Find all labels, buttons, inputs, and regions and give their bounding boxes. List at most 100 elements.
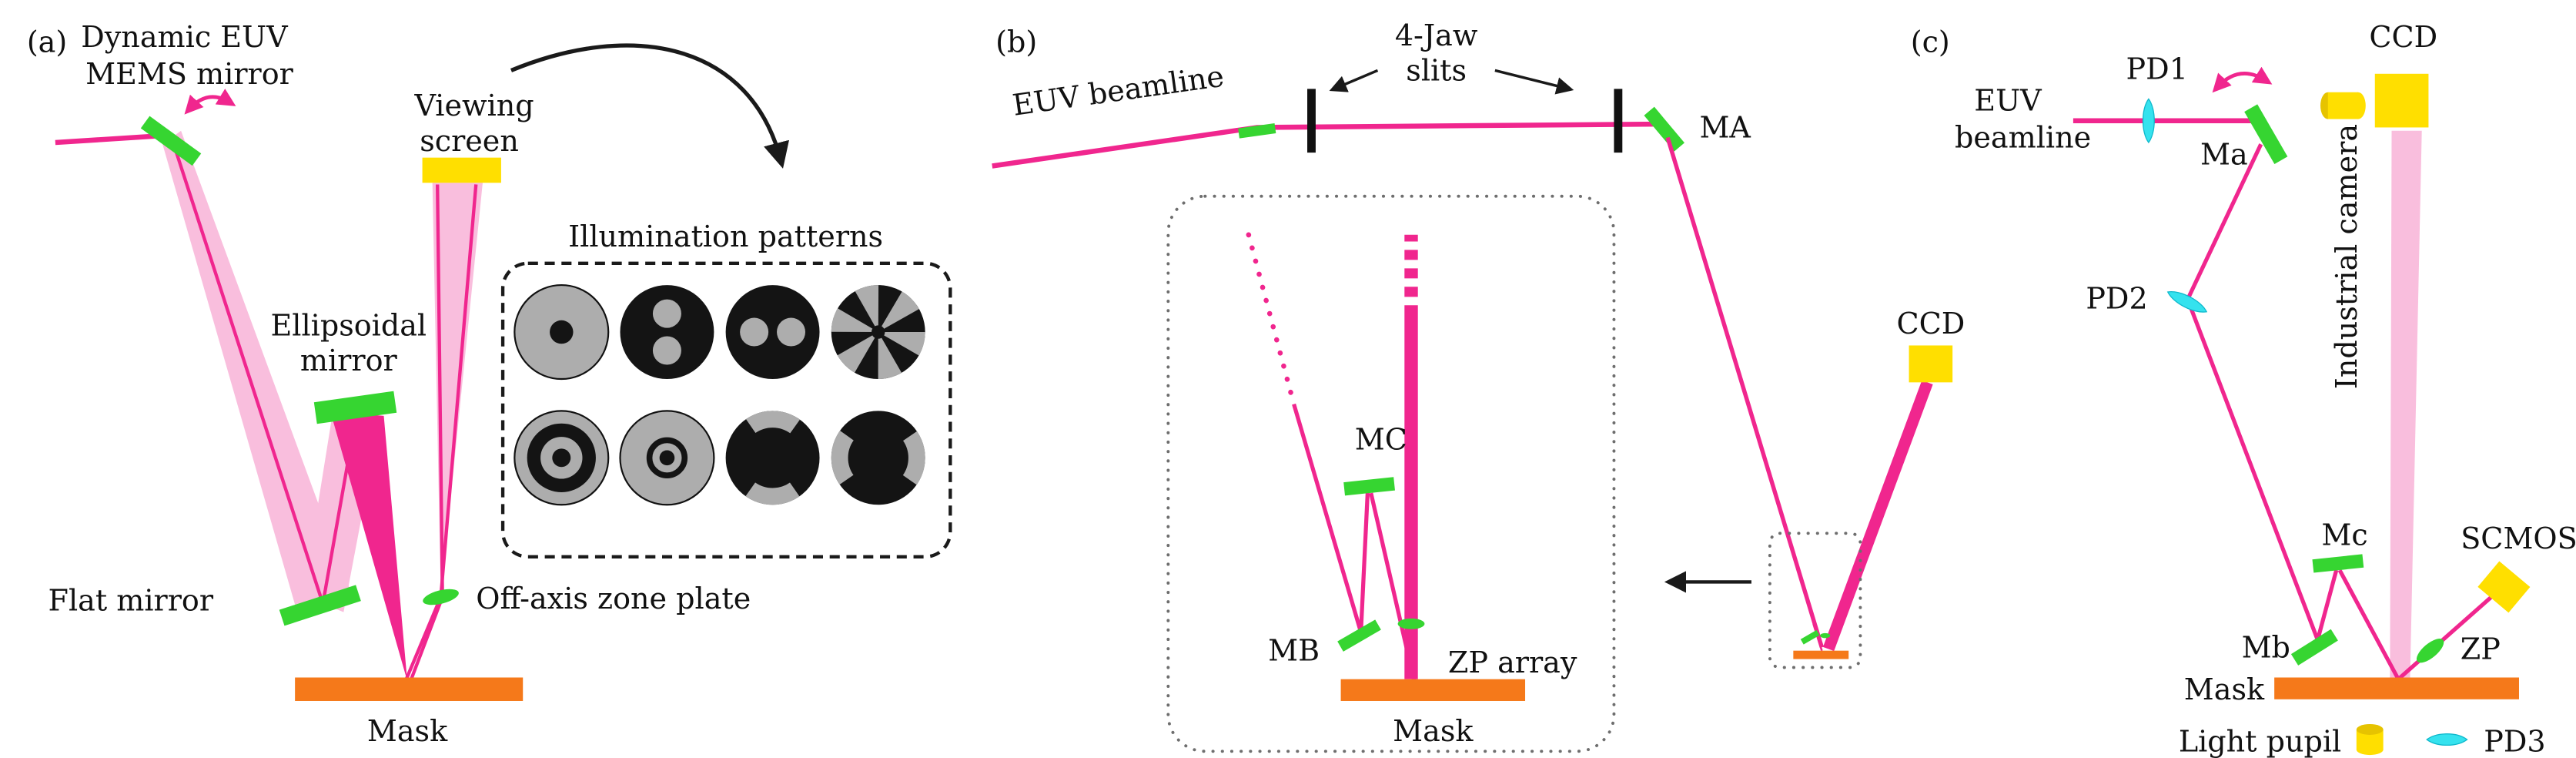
pd3-lens-icon (2426, 733, 2468, 746)
zoom-inset-box (1166, 194, 1616, 753)
illumination-patterns-title: Illumination patterns (568, 220, 883, 253)
pattern-c-quad-horizontal-icon (831, 411, 925, 505)
light-pupil-icon (2356, 724, 2384, 756)
mirror-ma-label-c: Ma (2200, 137, 2248, 171)
mask-label-a: Mask (367, 714, 448, 748)
ccd-label-b: CCD (1896, 307, 1965, 340)
zone-plate-label: Off-axis zone plate (476, 582, 751, 615)
pattern-multipole-fan-icon (831, 285, 925, 379)
beam-pd2-to-mb (2188, 306, 2320, 642)
pd1-label: PD1 (2126, 52, 2188, 86)
industrial-camera-icon (2320, 92, 2366, 119)
viewing-screen-label-2: screen (420, 124, 519, 158)
beam-mask-to-ccd (2390, 130, 2422, 678)
mini-zp-icon (1820, 632, 1831, 639)
pd1-lens-icon (2142, 98, 2155, 144)
zp-array-label: ZP array (1448, 646, 1577, 679)
panel-c-label: (c) (1911, 25, 1950, 59)
mirror-ma-icon (1644, 106, 1684, 152)
ellipsoidal-mirror-label-2: mirror (300, 344, 398, 377)
slit-arrow-right-icon (1494, 69, 1574, 95)
beamline-label-c-2: beamline (1955, 121, 2091, 155)
panel-b-label: (b) (995, 25, 1037, 59)
mask-bar (295, 677, 524, 701)
off-axis-zone-plate-icon (423, 589, 459, 605)
inset-beam-mb-mc (1359, 492, 1370, 632)
ccd-icon-b (1909, 345, 1953, 383)
zp-icon-c (2416, 639, 2444, 663)
mirror-mb-label: MB (1268, 634, 1320, 668)
pattern-annular-icon (514, 410, 610, 506)
beam-mc-to-mask (2337, 568, 2400, 680)
mirror-mc-label: MC (1355, 422, 1407, 456)
pattern-conventional-disk-icon (514, 283, 610, 381)
ellipsoidal-mirror-icon (313, 391, 397, 424)
mems-mirror-icon (140, 116, 202, 166)
mems-mirror-label-2: MEMS mirror (85, 57, 294, 91)
mask-label-c: Mask (2184, 672, 2265, 706)
flat-mirror-label: Flat mirror (49, 583, 214, 617)
pd3-label: PD3 (2484, 724, 2545, 758)
beam-ray-mems-flat (171, 140, 324, 602)
viewing-screen-label-1: Viewing (413, 89, 534, 122)
mirror-mb-label-c: Mb (2242, 630, 2290, 664)
mini-beam (1812, 623, 1823, 652)
mems-tilt-arrow-icon (184, 89, 236, 115)
industrial-camera-label: Industrial camera (2330, 124, 2364, 389)
pattern-c-quad-vertical-icon (725, 411, 820, 505)
slit-arrow-left-icon (1329, 69, 1379, 92)
pattern-small-annular-icon (619, 410, 715, 506)
mirror-ma-icon-c (2244, 104, 2288, 164)
beamline-label-c-1: EUV (1974, 84, 2042, 118)
panel-b: (b) EUV beamline 4-Jaw slits MA CCD MC M… (992, 18, 1965, 753)
beam-ma-to-sample (1665, 136, 1824, 649)
mini-mask-bar (1793, 650, 1849, 659)
mirror-mc-icon-c (2312, 554, 2364, 573)
beam-beamline-b (992, 121, 1656, 169)
slit-right-icon (1614, 89, 1623, 153)
relay-mirror-icon (1238, 123, 1276, 139)
scmos-icon (2477, 561, 2531, 613)
beam-mb-to-mc (2316, 569, 2339, 640)
pattern-dipole-horizontal-icon (725, 285, 820, 379)
mirror-mb-icon-c (2290, 629, 2338, 666)
beamline-label-b: EUV beamline (1010, 59, 1226, 122)
viewing-screen-icon (422, 157, 501, 183)
mirror-ma-label: MA (1699, 111, 1751, 145)
curved-arrow-icon (510, 43, 789, 169)
slit-left-icon (1307, 89, 1316, 153)
flat-mirror-icon (279, 585, 361, 626)
mirror-mc-label-c: Mc (2321, 518, 2367, 552)
panel-a-label: (a) (27, 25, 67, 59)
beam-sample-to-ccd (1822, 380, 1933, 652)
beam-mask-to-scmos (2397, 589, 2501, 681)
scmos-label: SCMOS (2461, 522, 2576, 555)
beam-ellipsoidal-to-mask (330, 411, 408, 681)
illumination-patterns-box (500, 261, 952, 558)
mems-mirror-label-1: Dynamic EUV (81, 20, 289, 54)
inset-beam-in (1292, 403, 1363, 633)
ccd-icon-c (2374, 73, 2429, 128)
ellipsoidal-mirror-label-1: Ellipsoidal (271, 308, 427, 342)
beam-ma-to-pd2 (2186, 143, 2263, 298)
ma-tilt-arrow-icon (2212, 66, 2273, 93)
pd2-lens-icon (2166, 291, 2208, 313)
zp-label-c: ZP (2461, 632, 2501, 666)
slits-label-1: 4-Jaw (1395, 18, 1478, 52)
slits-label-2: slits (1406, 53, 1467, 87)
panel-c: (c) EUV beamline PD1 Ma CCD Industrial c… (1911, 20, 2576, 758)
mask-bar-b (1340, 679, 1526, 701)
pattern-dipole-vertical-icon (620, 285, 714, 379)
pd2-label: PD2 (2086, 282, 2147, 316)
mirror-mc-icon (1343, 477, 1395, 496)
mirror-mb-icon (1337, 619, 1381, 652)
zp-array-icon (1397, 618, 1425, 629)
ccd-label-c: CCD (2369, 20, 2437, 54)
mini-mirror-mb-icon (1800, 629, 1820, 645)
light-pupil-label: Light pupil (2179, 724, 2341, 758)
mask-bar-c (2274, 677, 2519, 699)
panel-a: (a) Dynamic EUV MEMS mirror Viewing scre… (27, 20, 952, 748)
mask-label-b: Mask (1393, 714, 1474, 748)
inset-beam-dotted (1246, 232, 1296, 407)
